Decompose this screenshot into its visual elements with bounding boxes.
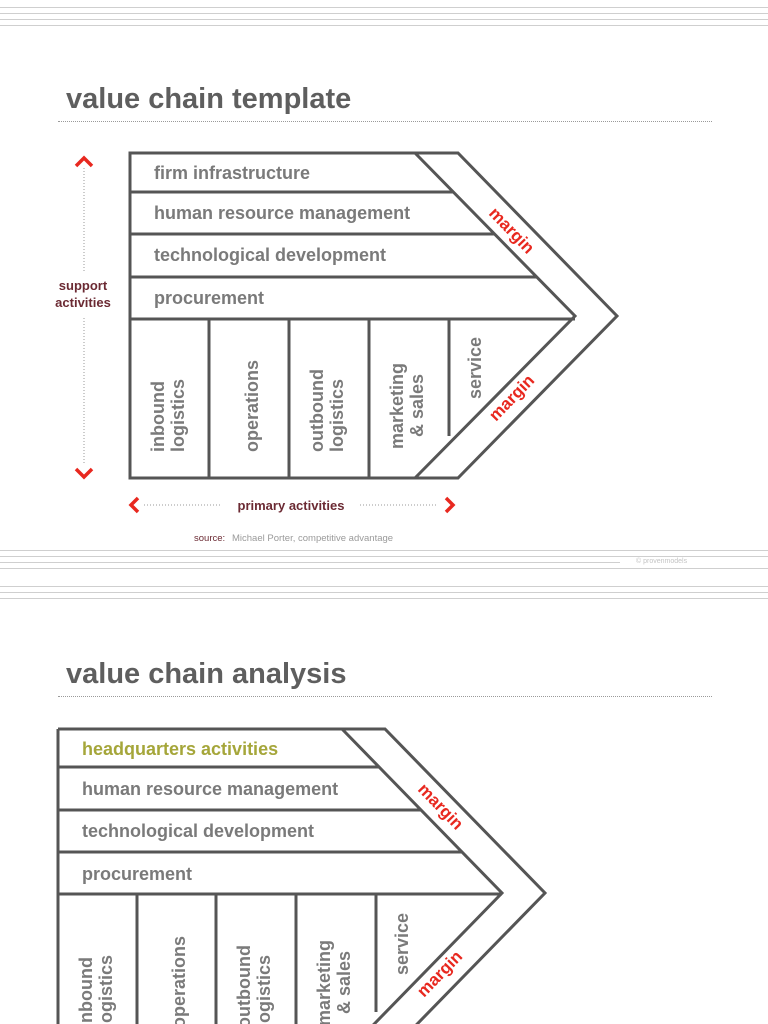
slide1-title-divider: [58, 121, 712, 122]
row2-hr-management: human resource management: [82, 779, 338, 799]
primary-activities-label: primary activities: [238, 498, 345, 513]
row-procurement: procurement: [154, 288, 264, 308]
primary-arrow-left-icon: [128, 496, 140, 514]
support-arrow-up-icon: [74, 155, 94, 168]
source-prefix: source:: [194, 533, 225, 544]
svg-text:service: service: [392, 913, 412, 975]
svg-text:service: service: [465, 337, 485, 399]
svg-text:marketing: marketing: [314, 940, 334, 1024]
support-label-2: activities: [55, 295, 111, 310]
top-decor-lines: [0, 7, 768, 31]
svg-text:inbound: inbound: [148, 381, 168, 452]
col2-operations: operations: [169, 936, 189, 1024]
svg-text:logistics: logistics: [254, 955, 274, 1024]
svg-text:& sales: & sales: [334, 951, 354, 1014]
col-outbound-logistics: outbound logistics: [307, 369, 347, 452]
col-inbound-logistics: inbound logistics: [148, 379, 188, 452]
col2-outbound-logistics: outbound logistics: [234, 945, 274, 1024]
row-firm-infrastructure: firm infrastructure: [154, 163, 310, 183]
svg-text:outbound: outbound: [307, 369, 327, 452]
row-tech-development: technological development: [154, 245, 386, 265]
svg-text:logistics: logistics: [96, 955, 116, 1024]
col-operations: operations: [242, 360, 262, 452]
middle-decor-lines: [0, 550, 768, 574]
col2-marketing-sales: marketing & sales: [314, 940, 354, 1024]
svg-text:marketing: marketing: [387, 363, 407, 449]
support-label-1: support: [59, 278, 108, 293]
col-service: service: [465, 337, 485, 399]
svg-text:operations: operations: [242, 360, 262, 452]
primary-arrow-right-icon: [444, 496, 456, 514]
support-arrow-down-icon: [74, 467, 94, 480]
svg-text:operations: operations: [169, 936, 189, 1024]
row-headquarters-activities: headquarters activities: [82, 739, 278, 759]
svg-text:& sales: & sales: [407, 374, 427, 437]
row2-procurement: procurement: [82, 864, 192, 884]
row2-tech-development: technological development: [82, 821, 314, 841]
col2-service: service: [392, 913, 412, 975]
slide1-title: value chain template: [66, 83, 352, 115]
chain-inner-chevron: [130, 151, 578, 480]
slide2-title: value chain analysis: [66, 658, 347, 690]
svg-text:inbound: inbound: [76, 957, 96, 1024]
row-hr-management: human resource management: [154, 203, 410, 223]
col2-inbound-logistics: inbound logistics: [76, 955, 116, 1024]
slide2-title-divider: [58, 696, 712, 697]
svg-text:outbound: outbound: [234, 945, 254, 1024]
middle-decor-lines-2: [0, 586, 768, 604]
source-text: Michael Porter, competitive advantage: [232, 533, 393, 544]
svg-text:logistics: logistics: [168, 379, 188, 452]
svg-text:logistics: logistics: [327, 379, 347, 452]
col-marketing-sales: marketing & sales: [387, 363, 427, 449]
copyright-text: © provenmodels: [636, 558, 688, 565]
chain2-inner-chevron: [58, 727, 505, 1024]
value-chain-template-diagram: firm infrastructure human resource manag…: [55, 151, 620, 544]
